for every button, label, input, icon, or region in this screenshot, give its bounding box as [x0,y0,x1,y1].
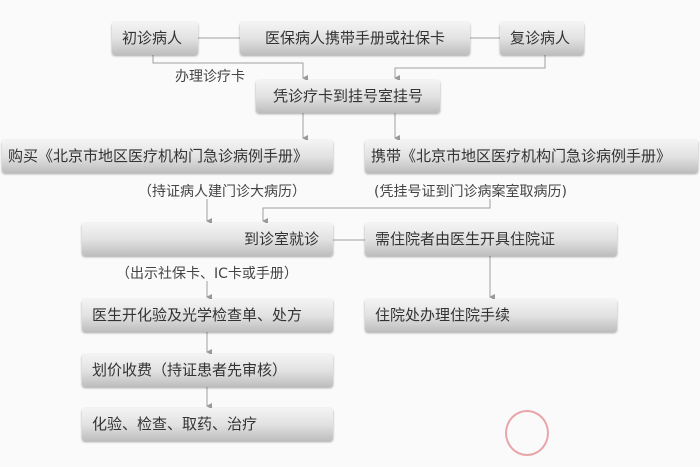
box-buy-handbook: 购买《北京市地区医疗机构门急诊病例手册》 [2,140,333,173]
box-doctor-orders: 医生开化验及光学检查单、处方 [82,299,333,332]
box-bring-handbook: 携带《北京市地区医疗机构门急诊病例手册》 [365,140,698,173]
box-consult: 到诊室就诊 [82,223,333,256]
box-payment: 划价收费（持证患者先审核） [82,354,333,387]
label-show-card: （出示社保卡、IC卡或手册） [116,266,298,282]
box-first-visit: 初诊病人 [112,22,198,55]
box-insurance: 医保病人携带手册或社保卡 [240,22,470,55]
box-register: 凭诊疗卡到挂号室挂号 [256,80,440,113]
label-fetch-record: (凭挂号证到门诊病案室取病历) [374,184,567,200]
box-admission: 住院处办理住院手续 [365,299,617,332]
seal-logo [505,410,549,456]
box-return-visit: 复诊病人 [500,22,584,55]
box-treatment: 化验、检查、取药、治疗 [82,408,333,441]
label-build-record: （持证病人建门诊大病历） [138,184,306,200]
box-hospitalize-cert: 需住院者由医生开具住院证 [365,223,617,256]
label-get-card: 办理诊疗卡 [175,69,245,85]
